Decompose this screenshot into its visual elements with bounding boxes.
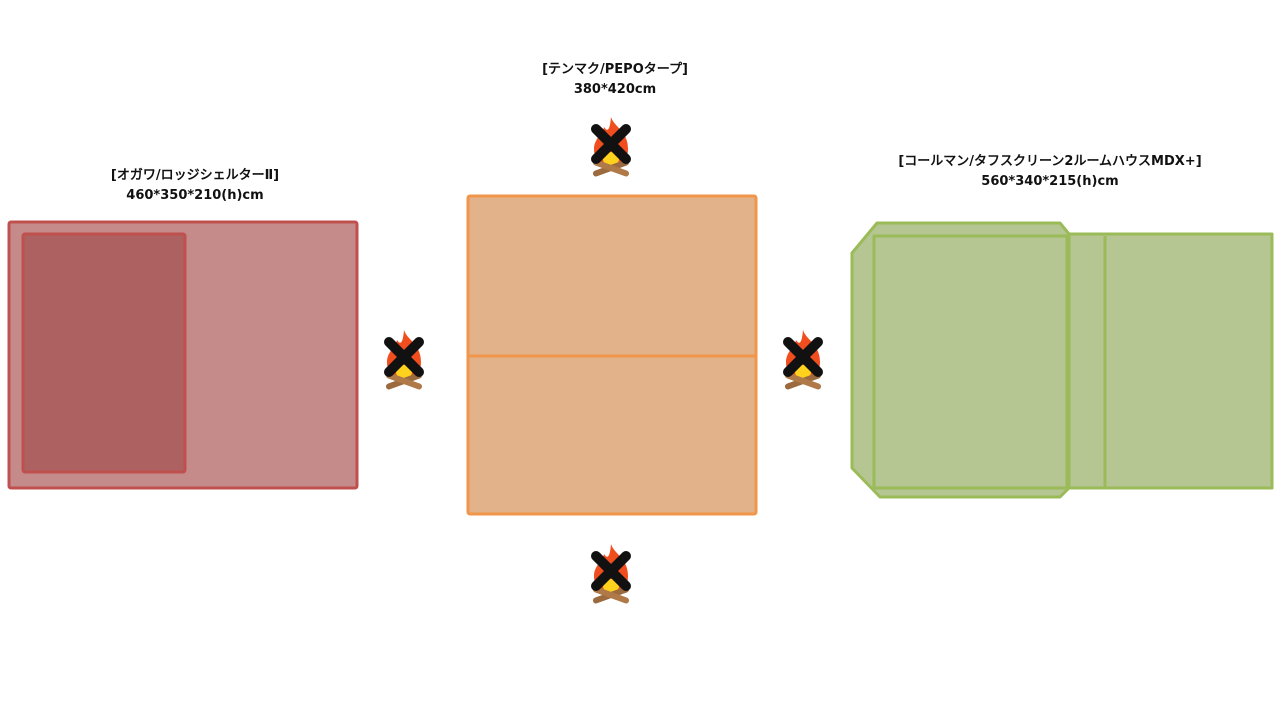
tent-coleman-tough-screen <box>850 221 1274 499</box>
tent-name: [テンマク/PEPOタープ] <box>542 62 688 77</box>
tent-label-coleman: [コールマン/タフスクリーン2ルームハウスMDX+] 560*340*215(h… <box>898 152 1201 192</box>
tent-ogawa-lodge-shelter <box>7 220 359 490</box>
tent-name: [コールマン/タフスクリーン2ルームハウスMDX+] <box>898 154 1202 169</box>
no-campfire-icon <box>584 542 638 604</box>
tent-tentmark-pepo-tarp <box>466 194 758 516</box>
no-campfire-icon <box>584 115 638 177</box>
tent-size: 460*350*210(h)cm <box>126 188 264 203</box>
tent-size: 380*420cm <box>573 82 657 97</box>
tent-label-tentmark: [テンマク/PEPOタープ] 380*420cm <box>542 60 688 100</box>
no-campfire-icon <box>776 328 830 390</box>
tent-name: [オガワ/ロッジシェルターⅡ] <box>110 168 280 183</box>
tent-label-ogawa: [オガワ/ロッジシェルターⅡ] 460*350*210(h)cm <box>111 166 279 206</box>
tent-size: 560*340*215(h)cm <box>981 174 1119 189</box>
no-campfire-icon <box>377 328 431 390</box>
